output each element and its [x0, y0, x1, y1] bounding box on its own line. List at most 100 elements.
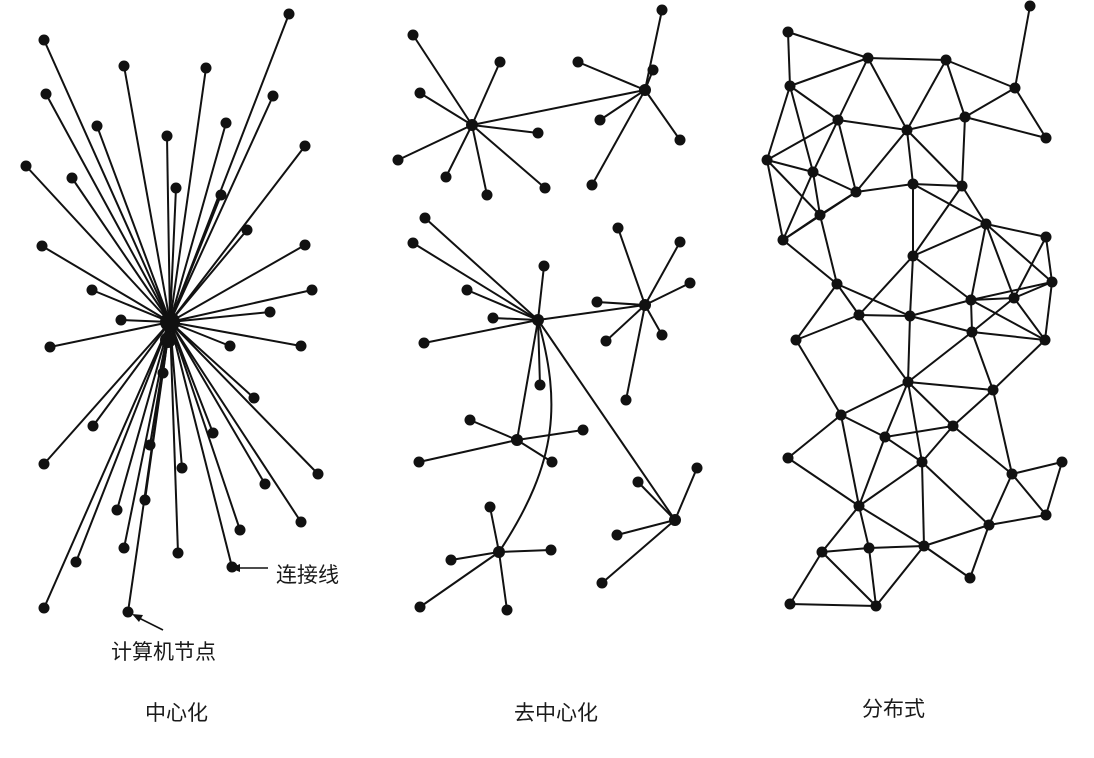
computer-node	[761, 154, 773, 166]
connection-line	[766, 119, 839, 161]
computer-node	[1056, 456, 1068, 468]
computer-node	[983, 519, 995, 531]
connection-line	[169, 321, 302, 523]
computer-node	[966, 326, 978, 338]
computer-node	[956, 180, 968, 192]
computer-node	[20, 160, 32, 172]
computer-node	[691, 462, 703, 474]
connection-line	[91, 289, 171, 323]
connection-line	[644, 241, 681, 306]
connection-line	[169, 321, 319, 475]
computer-node	[1008, 292, 1020, 304]
computer-node	[413, 456, 425, 468]
connection-line	[921, 461, 925, 547]
connection-line	[855, 129, 908, 193]
connection-line	[837, 119, 857, 193]
computer-node	[807, 166, 819, 178]
connection-line	[858, 314, 909, 383]
connection-line	[537, 319, 676, 521]
computer-node	[440, 171, 452, 183]
connection-line	[970, 281, 1053, 301]
connection-line	[169, 321, 266, 485]
computer-node	[684, 277, 696, 289]
connection-line	[909, 255, 914, 317]
computer-node	[172, 547, 184, 559]
connection-line	[992, 389, 1013, 475]
computer-node	[577, 424, 589, 436]
computer-node	[419, 212, 431, 224]
computer-node	[918, 540, 930, 552]
computer-node	[669, 514, 681, 526]
computer-node	[118, 542, 130, 554]
connection-line	[858, 255, 914, 316]
computer-node	[965, 294, 977, 306]
connection-line	[637, 481, 676, 521]
computer-node	[122, 606, 134, 618]
connection-line	[489, 506, 500, 553]
computer-node	[91, 120, 103, 132]
connection-line	[123, 321, 171, 549]
connection-line	[787, 457, 860, 507]
computer-node	[487, 312, 499, 324]
connection-line	[75, 321, 171, 563]
computer-node	[312, 468, 324, 480]
computer-node	[445, 554, 457, 566]
computer-node	[44, 341, 56, 353]
connection-line	[1045, 236, 1053, 283]
connection-line	[766, 159, 821, 216]
computer-node	[814, 209, 826, 221]
connection-line	[492, 317, 539, 321]
computer-node	[947, 420, 959, 432]
connection-line	[516, 319, 539, 441]
connection-line	[945, 59, 1016, 89]
connection-line	[418, 439, 518, 463]
computer-node	[784, 80, 796, 92]
computer-node	[964, 572, 976, 584]
connection-line	[970, 299, 1046, 341]
connection-line	[821, 505, 860, 553]
computer-node	[545, 544, 557, 556]
computer-node	[538, 260, 550, 272]
panel-title-distributed: 分布式	[862, 697, 925, 721]
connection-line	[906, 129, 914, 185]
connection-line	[789, 603, 877, 607]
connection-line	[166, 135, 171, 323]
computer-node	[656, 4, 668, 16]
connection-line	[169, 229, 248, 323]
connection-line	[789, 57, 869, 87]
connection-line	[1011, 461, 1063, 475]
connection-line	[471, 89, 646, 126]
connection-line	[912, 223, 987, 257]
connection-line	[988, 473, 1013, 526]
connection-line	[412, 34, 473, 126]
connection-line	[766, 159, 814, 173]
computer-node	[647, 64, 659, 76]
computer-node	[267, 90, 279, 102]
connection-line	[812, 119, 839, 173]
computer-node	[86, 284, 98, 296]
connection-line	[1045, 461, 1063, 516]
connection-line	[782, 239, 838, 285]
computer-node	[600, 335, 612, 347]
connection-line	[821, 551, 877, 607]
connection-line	[961, 185, 987, 225]
panel-title-decentralized: 去中心化	[514, 701, 598, 725]
computer-node	[157, 367, 169, 379]
computer-node	[532, 127, 544, 139]
connection-line	[169, 321, 255, 399]
connection-line	[787, 31, 791, 87]
connection-line	[169, 244, 306, 323]
connection-line	[644, 282, 691, 306]
connection-line	[789, 85, 839, 121]
connection-line	[169, 289, 313, 323]
computer-node	[176, 462, 188, 474]
connection-line	[577, 61, 646, 91]
connection-line	[875, 545, 925, 607]
connection-line	[858, 314, 911, 317]
connection-line	[985, 223, 1047, 238]
connection-line	[605, 304, 646, 342]
connection-line	[71, 177, 171, 323]
computer-node	[656, 329, 668, 341]
connection-line	[43, 321, 171, 609]
connection-line	[169, 321, 231, 347]
